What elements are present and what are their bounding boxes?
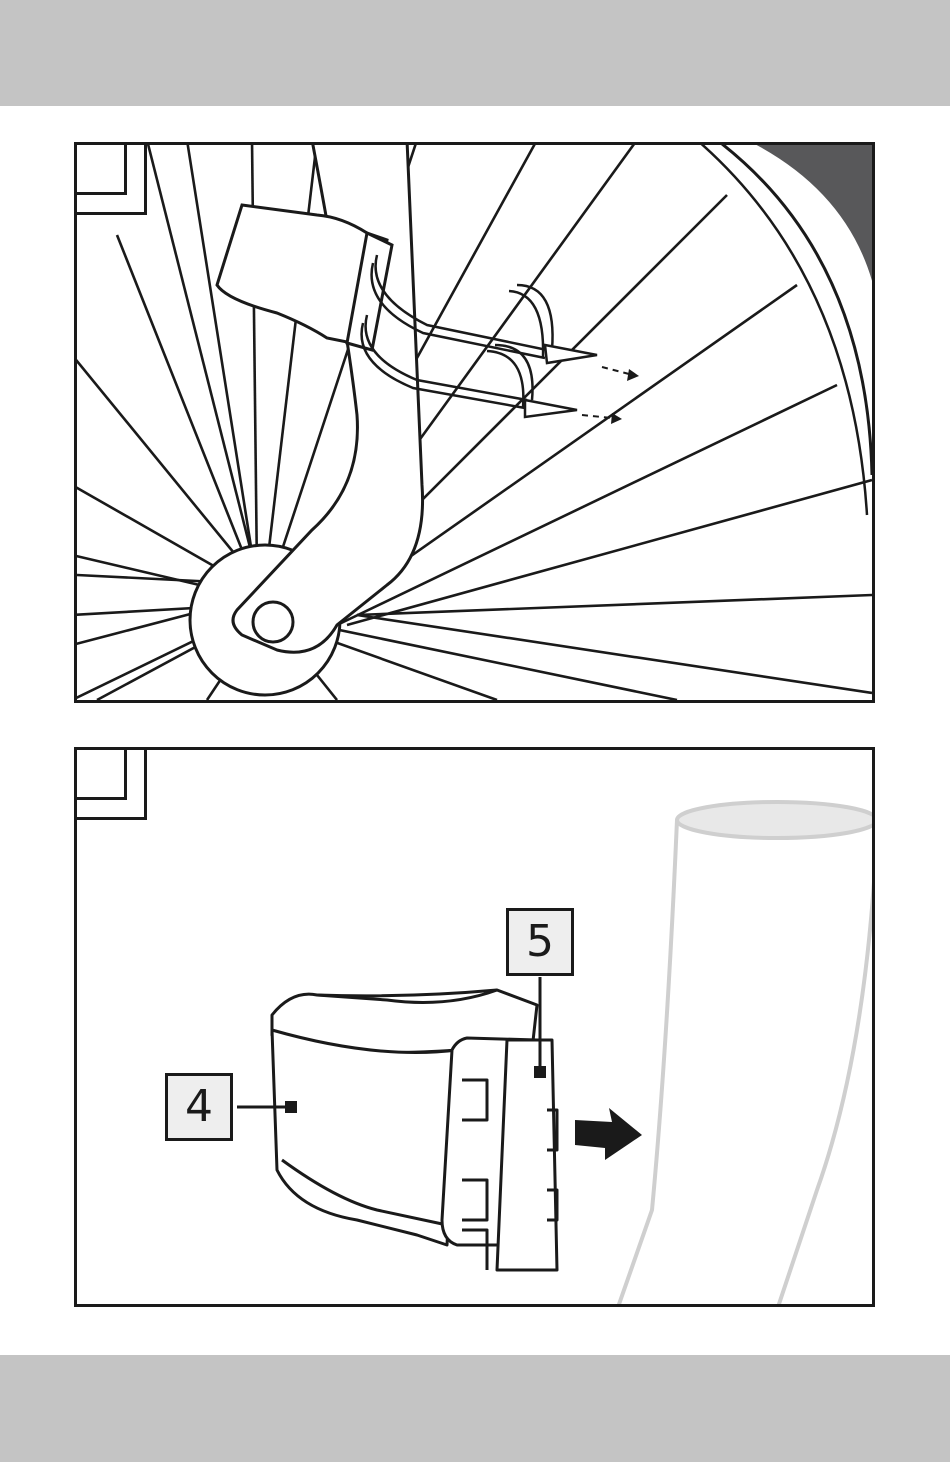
axle-icon bbox=[253, 602, 293, 642]
footer-band bbox=[0, 1355, 950, 1462]
callout-4: 4 bbox=[165, 1073, 233, 1141]
tire-icon bbox=[747, 145, 872, 345]
ghost-fork-icon bbox=[617, 802, 872, 1304]
fork-wheel-illustration bbox=[77, 145, 872, 700]
callout-5: 5 bbox=[506, 908, 574, 976]
sensor-bracket-illustration bbox=[77, 750, 872, 1304]
figure-1-label-box bbox=[74, 142, 127, 195]
direction-arrow-icon bbox=[582, 367, 629, 418]
figure-2-panel: 4 5 bbox=[74, 747, 875, 1307]
header-band bbox=[0, 0, 950, 106]
figure-2-label-box bbox=[74, 747, 127, 800]
figure-1-corner bbox=[74, 142, 147, 215]
figure-2-corner bbox=[74, 747, 147, 820]
push-arrow-icon bbox=[575, 1108, 642, 1160]
figure-1-panel bbox=[74, 142, 875, 703]
